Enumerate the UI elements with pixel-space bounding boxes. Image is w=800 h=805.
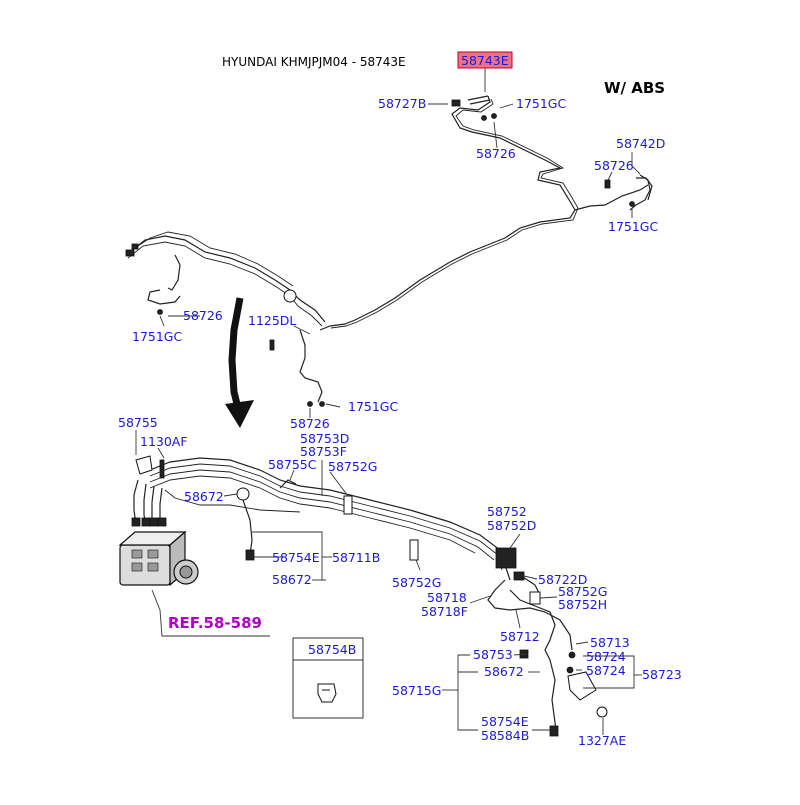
label-58712[interactable]: 58712 xyxy=(500,629,540,644)
label-58753D[interactable]: 58753D xyxy=(300,431,349,446)
label-1751GC-d[interactable]: 1751GC xyxy=(348,399,398,414)
label-1327AE[interactable]: 1327AE xyxy=(578,733,626,748)
label-1751GC-c[interactable]: 1751GC xyxy=(132,329,182,344)
leader-lines xyxy=(135,66,642,735)
label-58726-d[interactable]: 58726 xyxy=(290,416,330,431)
highlight-box xyxy=(457,51,513,69)
label-58672-c[interactable]: 58672 xyxy=(484,664,524,679)
variant-label: W/ ABS xyxy=(604,79,665,97)
label-58754E-a[interactable]: 58754E xyxy=(272,550,320,565)
label-58713[interactable]: 58713 xyxy=(590,635,630,650)
label-58755C[interactable]: 58755C xyxy=(268,457,317,472)
label-58742D[interactable]: 58742D xyxy=(616,136,665,151)
lower-brake-lines xyxy=(131,455,608,737)
label-58752H[interactable]: 58752H xyxy=(558,597,607,612)
label-58753[interactable]: 58753 xyxy=(473,647,513,662)
label-58754B[interactable]: 58754B xyxy=(308,642,356,657)
fitting-icon xyxy=(317,683,337,703)
label-58672-b[interactable]: 58672 xyxy=(272,572,312,587)
label-58727B[interactable]: 58727B xyxy=(378,96,426,111)
label-58718F[interactable]: 58718F xyxy=(421,604,468,619)
abs-module[interactable] xyxy=(118,530,199,587)
part-labels: 58743E 58727B 1751GC 58726 58742D 58726 … xyxy=(118,53,682,748)
label-58722D[interactable]: 58722D xyxy=(538,572,587,587)
clip-grommet-icon xyxy=(283,289,297,303)
label-58752G-c[interactable]: 58752G xyxy=(558,584,607,599)
label-58755[interactable]: 58755 xyxy=(118,415,158,430)
label-58726-c[interactable]: 58726 xyxy=(183,308,223,323)
label-58743E[interactable]: 58743E xyxy=(461,53,509,68)
label-58715G[interactable]: 58715G xyxy=(392,683,441,698)
upper-brake-line xyxy=(125,95,653,403)
label-1125DL[interactable]: 1125DL xyxy=(248,313,296,328)
label-1751GC-a[interactable]: 1751GC xyxy=(516,96,566,111)
label-58672-a[interactable]: 58672 xyxy=(184,489,224,504)
label-58718[interactable]: 58718 xyxy=(427,590,467,605)
direction-arrow-icon xyxy=(225,297,254,428)
label-58723[interactable]: 58723 xyxy=(642,667,682,682)
fittings-upper xyxy=(157,115,635,407)
label-58752G-b[interactable]: 58752G xyxy=(392,575,441,590)
label-58724-a[interactable]: 58724 xyxy=(586,649,626,664)
inset-box xyxy=(292,637,364,719)
flex-hose-58743E[interactable] xyxy=(451,95,497,119)
label-58726-b[interactable]: 58726 xyxy=(594,158,634,173)
label-58724-b[interactable]: 58724 xyxy=(586,663,626,678)
ref-link[interactable]: REF.58-589 xyxy=(168,614,262,632)
label-1130AF[interactable]: 1130AF xyxy=(140,434,188,449)
label-58754E-b[interactable]: 58754E xyxy=(481,714,529,729)
label-58752G-a[interactable]: 58752G xyxy=(328,459,377,474)
label-58753F[interactable]: 58753F xyxy=(300,444,347,459)
label-58711B[interactable]: 58711B xyxy=(332,550,380,565)
label-1751GC-b[interactable]: 1751GC xyxy=(608,219,658,234)
label-58584B[interactable]: 58584B xyxy=(481,728,529,743)
diagram-title: HYUNDAI KHMJPJM04 - 58743E xyxy=(222,55,406,69)
label-58752[interactable]: 58752 xyxy=(487,504,527,519)
label-58726-a[interactable]: 58726 xyxy=(476,146,516,161)
label-58752D[interactable]: 58752D xyxy=(487,518,536,533)
